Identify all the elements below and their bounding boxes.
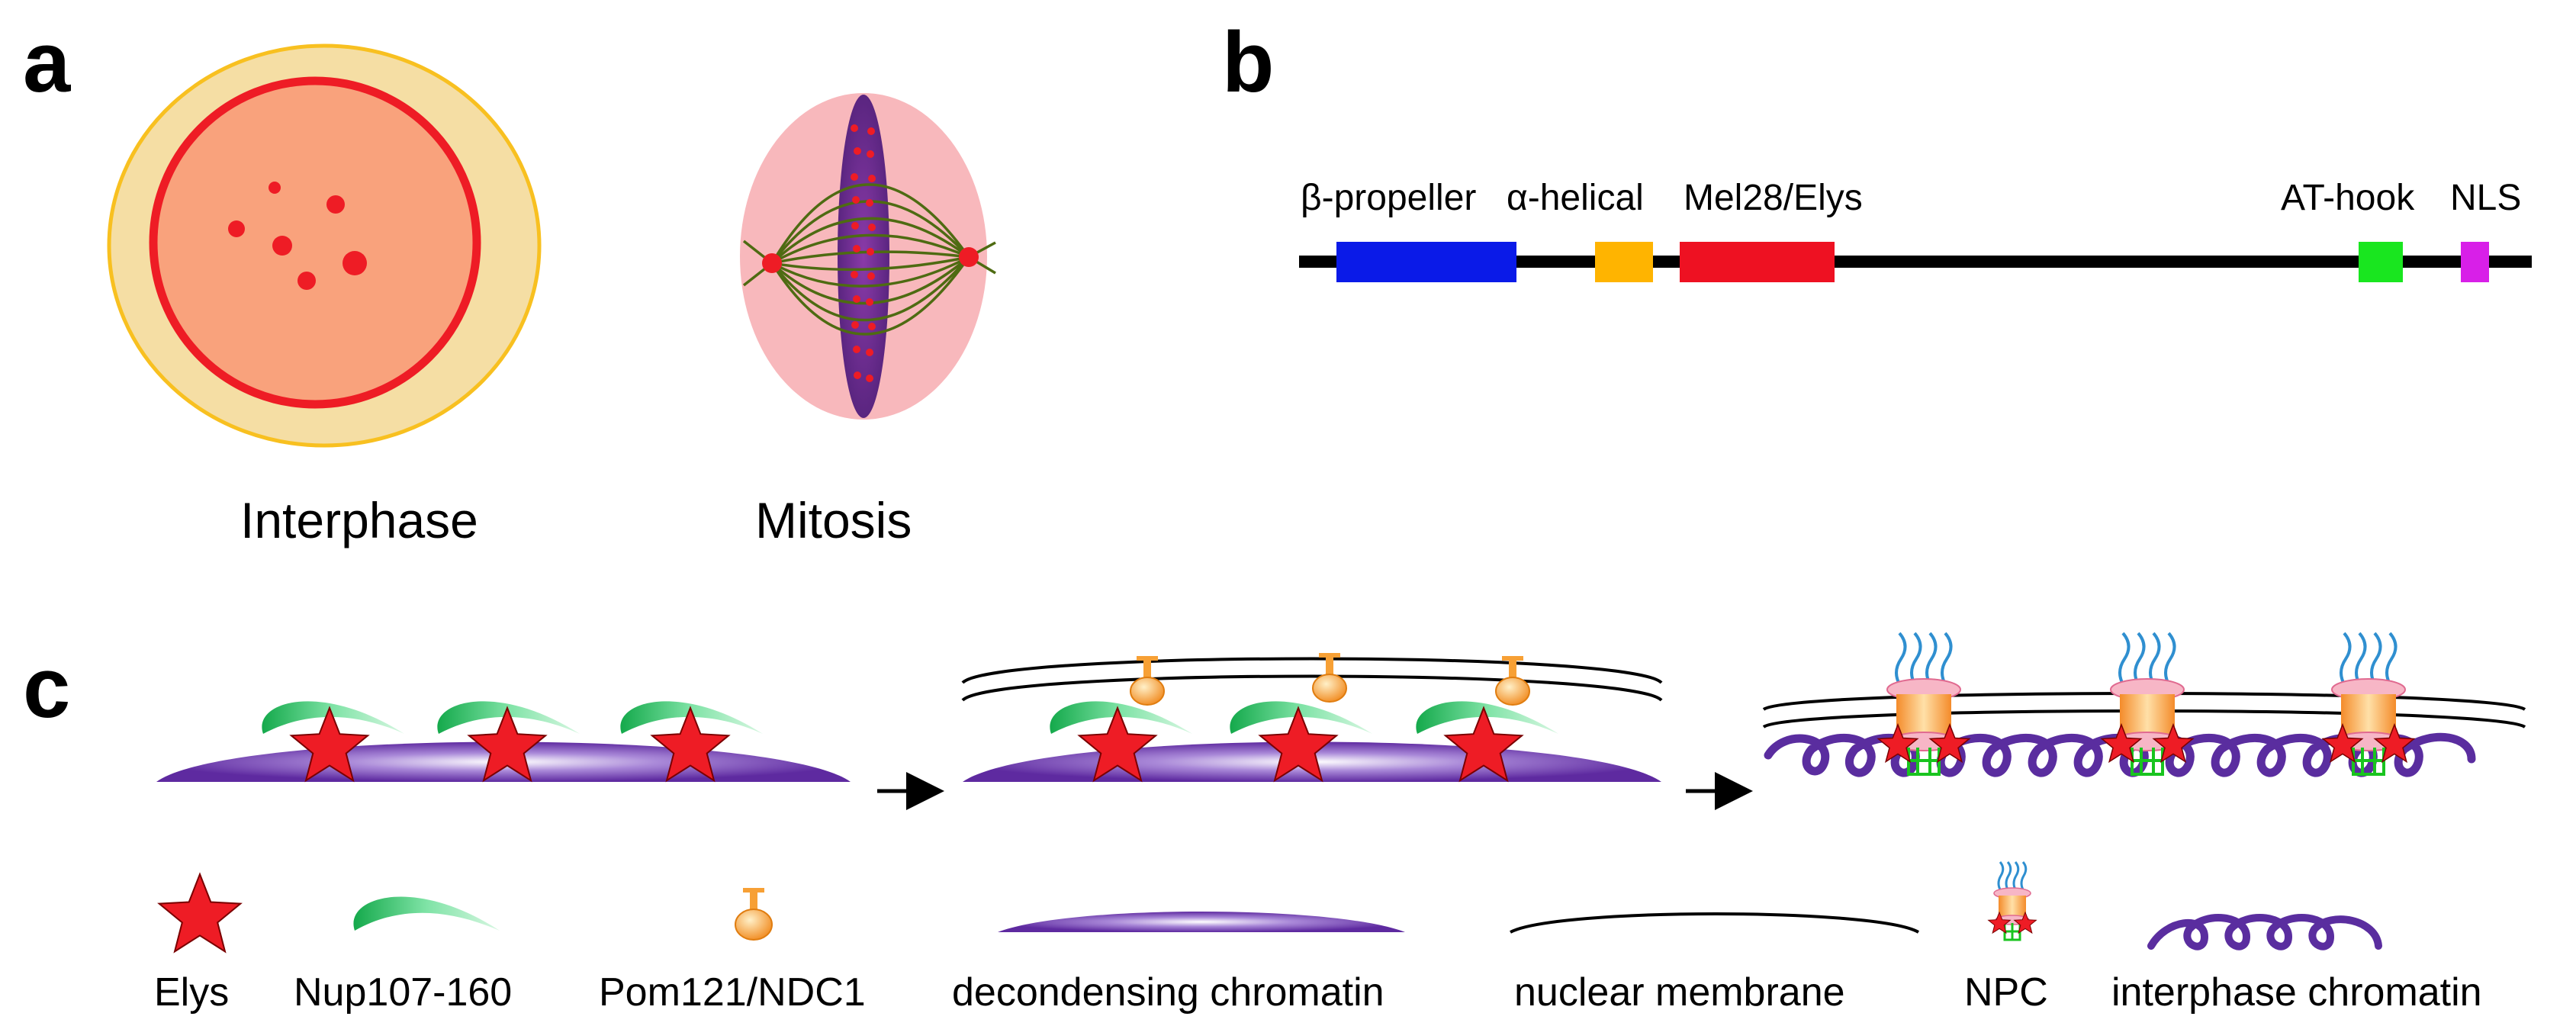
elys-star	[467, 706, 548, 783]
mitosis-cell	[740, 93, 996, 420]
nuclear-membrane	[961, 674, 1663, 702]
panel-a-label: a	[23, 14, 71, 110]
stage-1-chromatin-binding	[156, 701, 851, 783]
domain-label-beta-propeller: β-propeller	[1301, 178, 1476, 218]
nup107-160-complex	[620, 701, 763, 734]
legend-npc-icon	[1987, 861, 2037, 941]
elys-star	[1077, 706, 1158, 783]
elys-star	[289, 706, 370, 783]
elys-star	[1258, 706, 1339, 783]
nup107-160-complex	[262, 701, 404, 734]
legend-pom121-icon	[735, 888, 773, 941]
legend-nup107-label: Nup107-160	[294, 970, 512, 1015]
legend-nuclear-membrane-label: nuclear membrane	[1514, 970, 1845, 1015]
legend-decondensing-chromatin-icon	[998, 912, 1405, 932]
nup107-160-complex	[437, 701, 580, 734]
spindle-pole-left	[762, 253, 782, 273]
nuclear-foci	[228, 182, 367, 290]
legend-nuclear-membrane-icon	[1510, 912, 1920, 934]
legend-nup107-icon	[353, 896, 500, 931]
beta-propeller-domain	[1336, 242, 1516, 282]
elys-star	[650, 706, 731, 783]
mitosis-caption: Mitosis	[755, 492, 912, 548]
pom121-ndc1	[1312, 653, 1347, 703]
panel-b-label: b	[1222, 14, 1274, 110]
interphase-nucleus	[149, 76, 481, 409]
pom121-ndc1	[1495, 656, 1530, 706]
legend-interphase-chromatin-icon	[2147, 914, 2382, 950]
legend-npc-label: NPC	[1964, 970, 2048, 1015]
domain-label-nls: NLS	[2450, 178, 2521, 218]
interphase-caption: Interphase	[240, 492, 478, 548]
domain-label-at-hook: AT-hook	[2281, 178, 2415, 218]
panel-c-label: c	[23, 640, 70, 735]
legend: Elys Nup107-160 Pom121/NDC1 decondensing…	[154, 861, 2482, 1015]
domain-label-alpha-helical: α-helical	[1507, 178, 1644, 218]
nls-domain	[2461, 242, 2489, 282]
mel28-domain	[1680, 242, 1835, 282]
spindle-pole-right	[959, 247, 979, 267]
npc	[2100, 632, 2195, 776]
at-hook-domain	[2359, 242, 2403, 282]
nup107-160-complex	[1416, 701, 1558, 734]
interphase-cell	[107, 43, 542, 448]
legend-elys-label: Elys	[154, 970, 229, 1015]
kinetochore-dots	[851, 124, 876, 382]
legend-interphase-chromatin-label: interphase chromatin	[2111, 970, 2482, 1015]
nuclear-membrane	[961, 657, 1663, 684]
npc	[1877, 632, 1971, 776]
alpha-helical-domain	[1595, 242, 1653, 282]
condensed-chromosomes	[838, 95, 889, 418]
elys-star	[1443, 706, 1524, 783]
nup107-160-complex	[1050, 701, 1192, 734]
spindle-fibers	[742, 183, 996, 336]
pom121-ndc1	[1130, 656, 1165, 706]
legend-decondensing-chromatin-label: decondensing chromatin	[952, 970, 1384, 1015]
nup107-160-complex	[1230, 701, 1372, 734]
legend-pom121-label: Pom121/NDC1	[599, 970, 866, 1015]
legend-elys-icon	[157, 872, 243, 954]
stage-2-membrane-recruitment	[961, 653, 1663, 783]
stage-3-npc-assembly	[1762, 632, 2526, 777]
npc	[2321, 632, 2416, 776]
domain-label-mel28-elys: Mel28/Elys	[1684, 178, 1863, 218]
